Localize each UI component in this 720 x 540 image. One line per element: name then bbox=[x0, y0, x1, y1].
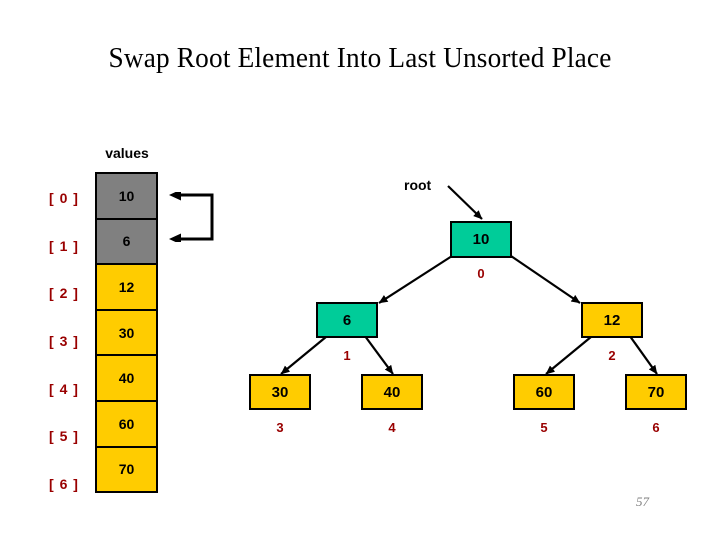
array-index-label-4: [ 4 ] bbox=[49, 381, 79, 397]
array-cell-0[interactable]: 10 bbox=[95, 172, 158, 220]
edge-6-to-30 bbox=[280, 331, 333, 375]
array-cell-3-value: 30 bbox=[118, 324, 135, 341]
tree-node-12[interactable]: 12 bbox=[581, 302, 643, 338]
array-index-label-1: [ 1 ] bbox=[49, 238, 79, 254]
values-array: 10 6 12 30 40 60 70 bbox=[95, 172, 158, 494]
tree-node-30-value: 30 bbox=[271, 383, 289, 401]
array-cell-1-value: 6 bbox=[122, 233, 131, 250]
array-cell-1[interactable]: 6 bbox=[95, 217, 158, 266]
tree-node-10-value: 10 bbox=[472, 231, 490, 248]
page-title: Swap Root Element Into Last Unsorted Pla… bbox=[108, 42, 612, 74]
edge-12-to-70 bbox=[626, 331, 658, 375]
array-index-label-6: [ 6 ] bbox=[49, 476, 79, 492]
tree-node-40-index: 4 bbox=[388, 420, 396, 435]
array-cell-4[interactable]: 40 bbox=[95, 354, 158, 402]
tree-node-6-index: 1 bbox=[343, 348, 351, 363]
array-cell-6-value: 70 bbox=[118, 461, 135, 478]
tree-node-70-index: 6 bbox=[652, 420, 660, 435]
array-cell-5-value: 60 bbox=[118, 415, 135, 432]
array-cell-6[interactable]: 70 bbox=[95, 445, 158, 494]
tree-node-40-value: 40 bbox=[383, 383, 401, 401]
array-cell-4-value: 40 bbox=[118, 370, 135, 387]
array-header-label: values bbox=[105, 145, 149, 161]
tree-node-60-value: 60 bbox=[535, 383, 553, 401]
root-label: root bbox=[404, 177, 432, 193]
tree-node-60-index: 5 bbox=[540, 420, 548, 435]
array-cell-5[interactable]: 60 bbox=[95, 399, 158, 448]
tree-node-10[interactable]: 10 bbox=[450, 221, 512, 258]
tree-node-6[interactable]: 6 bbox=[316, 302, 378, 338]
root-pointer-arrow bbox=[447, 185, 483, 220]
tree-node-30-index: 3 bbox=[276, 420, 284, 435]
tree-node-10-index: 0 bbox=[477, 266, 485, 281]
tree-node-30[interactable]: 30 bbox=[249, 374, 311, 410]
array-cell-3[interactable]: 30 bbox=[95, 308, 158, 357]
array-index-label-3: [ 3 ] bbox=[49, 333, 79, 349]
swap-bracket-arrow bbox=[169, 192, 214, 242]
tree-node-6-value: 6 bbox=[342, 311, 352, 329]
array-index-label-2: [ 2 ] bbox=[49, 285, 79, 301]
array-index-label-0: [ 0 ] bbox=[49, 190, 79, 206]
array-cell-2[interactable]: 12 bbox=[95, 263, 158, 311]
array-cell-0-value: 10 bbox=[118, 187, 135, 204]
tree-node-12-value: 12 bbox=[603, 311, 621, 329]
tree-node-40[interactable]: 40 bbox=[361, 374, 423, 410]
tree-node-60[interactable]: 60 bbox=[513, 374, 575, 410]
tree-node-12-index: 2 bbox=[608, 348, 616, 363]
edge-10-to-12 bbox=[510, 255, 581, 304]
edge-12-to-60 bbox=[545, 331, 598, 375]
tree-node-70[interactable]: 70 bbox=[625, 374, 687, 410]
edge-10-to-6 bbox=[378, 255, 453, 304]
array-index-label-5: [ 5 ] bbox=[49, 428, 79, 444]
array-cell-2-value: 12 bbox=[118, 278, 135, 295]
page-number: 57 bbox=[636, 494, 649, 509]
tree-node-70-value: 70 bbox=[647, 383, 665, 401]
edge-6-to-40 bbox=[361, 331, 394, 375]
